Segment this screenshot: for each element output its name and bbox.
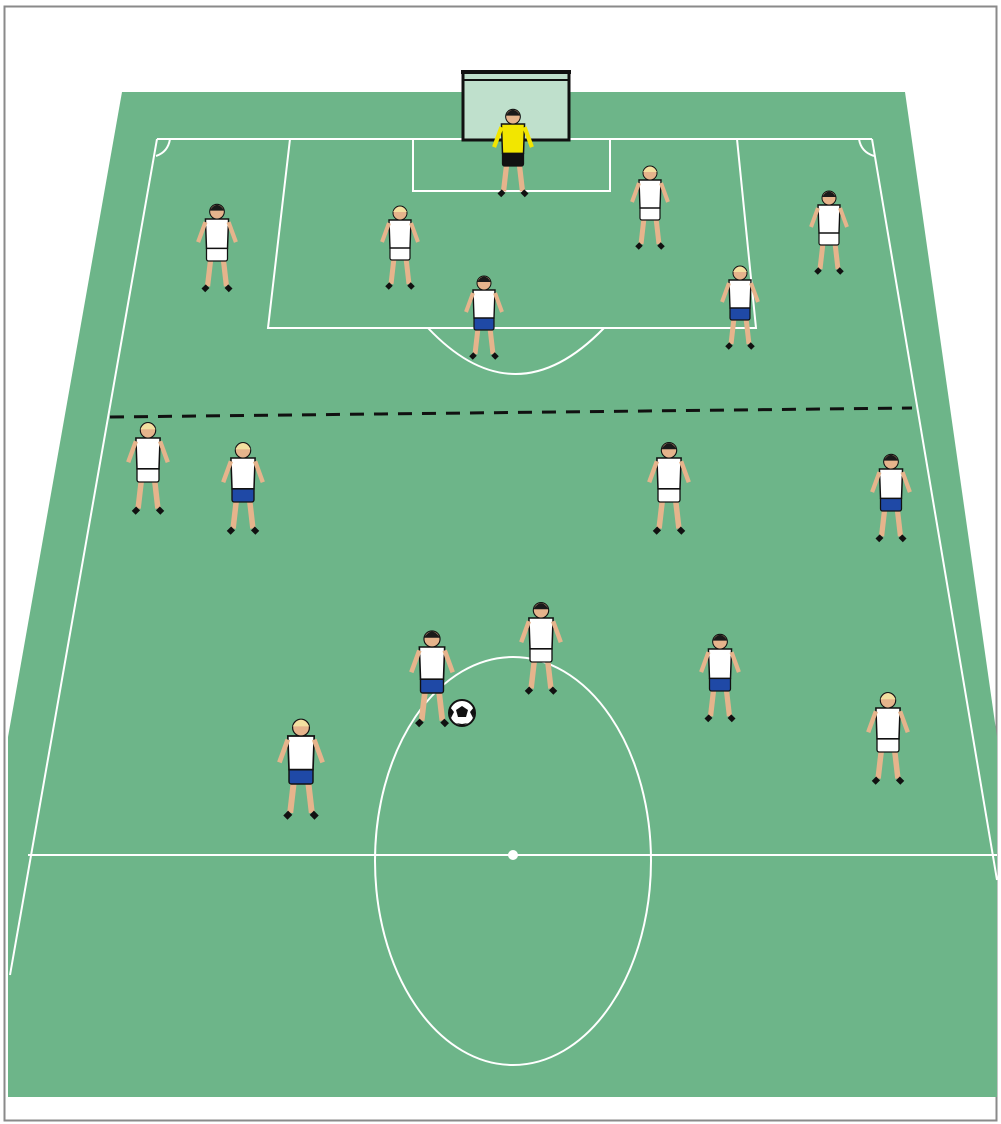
center-spot — [508, 850, 518, 860]
player-leg — [290, 782, 294, 813]
player-shirt — [876, 708, 900, 739]
player-boot — [226, 286, 230, 290]
player-leg — [548, 660, 551, 689]
player-leg — [490, 328, 493, 354]
player-leg — [250, 500, 253, 529]
player-leg — [519, 164, 522, 191]
player-boot — [499, 191, 503, 195]
player-leg — [308, 782, 312, 813]
player-boot — [655, 528, 659, 532]
player-boot — [900, 536, 904, 540]
player-shirt — [501, 124, 524, 153]
player-leg — [138, 480, 141, 509]
player-shirt — [419, 647, 444, 679]
player-leg — [531, 660, 534, 689]
player-boot — [706, 716, 710, 720]
player-shirt — [529, 618, 553, 649]
player-boot — [312, 813, 317, 818]
player-boot — [729, 716, 733, 720]
player-shirt — [288, 736, 314, 770]
player-boot — [522, 191, 526, 195]
player-shirt — [879, 469, 902, 498]
player-leg — [406, 258, 409, 284]
player-boot — [387, 284, 391, 288]
player-leg — [835, 243, 838, 269]
player-shirt — [729, 280, 751, 308]
player-boot — [134, 508, 138, 512]
player-leg — [659, 500, 662, 529]
player-leg — [897, 509, 900, 536]
player-boot — [442, 721, 447, 726]
player-leg — [656, 218, 659, 244]
player-boot — [417, 721, 422, 726]
player-leg — [475, 328, 478, 354]
player-boot — [493, 354, 497, 358]
player-shirt — [205, 219, 228, 248]
player-boot — [471, 354, 475, 358]
player-shirt — [231, 458, 255, 489]
player-leg — [208, 259, 211, 286]
player-boot — [838, 269, 842, 273]
player-leg — [746, 318, 749, 344]
player-leg — [820, 243, 823, 269]
player-leg — [504, 164, 507, 191]
player-leg — [711, 689, 714, 716]
player-leg — [895, 750, 898, 779]
player-boot — [285, 813, 290, 818]
player-boot — [659, 244, 663, 248]
player-boot — [409, 284, 413, 288]
player-shirt — [639, 180, 661, 208]
player-leg — [223, 259, 226, 286]
player-boot — [874, 778, 878, 782]
player-shirt — [818, 205, 840, 233]
pitch-surface — [8, 92, 997, 1097]
player-boot — [158, 508, 162, 512]
player-shirt — [657, 458, 681, 489]
player-boot — [203, 286, 207, 290]
player-shirt — [473, 290, 495, 318]
player-leg — [731, 318, 734, 344]
player-boot — [679, 528, 683, 532]
player-leg — [422, 691, 425, 721]
player-boot — [637, 244, 641, 248]
soccer-ball — [449, 700, 475, 726]
player-boot — [551, 688, 555, 692]
player-boot — [727, 344, 731, 348]
player-boot — [527, 688, 531, 692]
player-boot — [253, 528, 257, 532]
player-leg — [641, 218, 644, 244]
player-boot — [898, 778, 902, 782]
player-leg — [726, 689, 729, 716]
player-leg — [391, 258, 394, 284]
player-shirt — [389, 220, 411, 248]
player-leg — [155, 480, 158, 509]
player-leg — [882, 509, 885, 536]
player-boot — [816, 269, 820, 273]
player-boot — [229, 528, 233, 532]
player-leg — [233, 500, 236, 529]
player-boot — [749, 344, 753, 348]
player-leg — [676, 500, 679, 529]
player-boot — [877, 536, 881, 540]
player-leg — [878, 750, 881, 779]
player-shirt — [136, 438, 160, 469]
player-shirt — [708, 649, 731, 678]
player-leg — [439, 691, 442, 721]
